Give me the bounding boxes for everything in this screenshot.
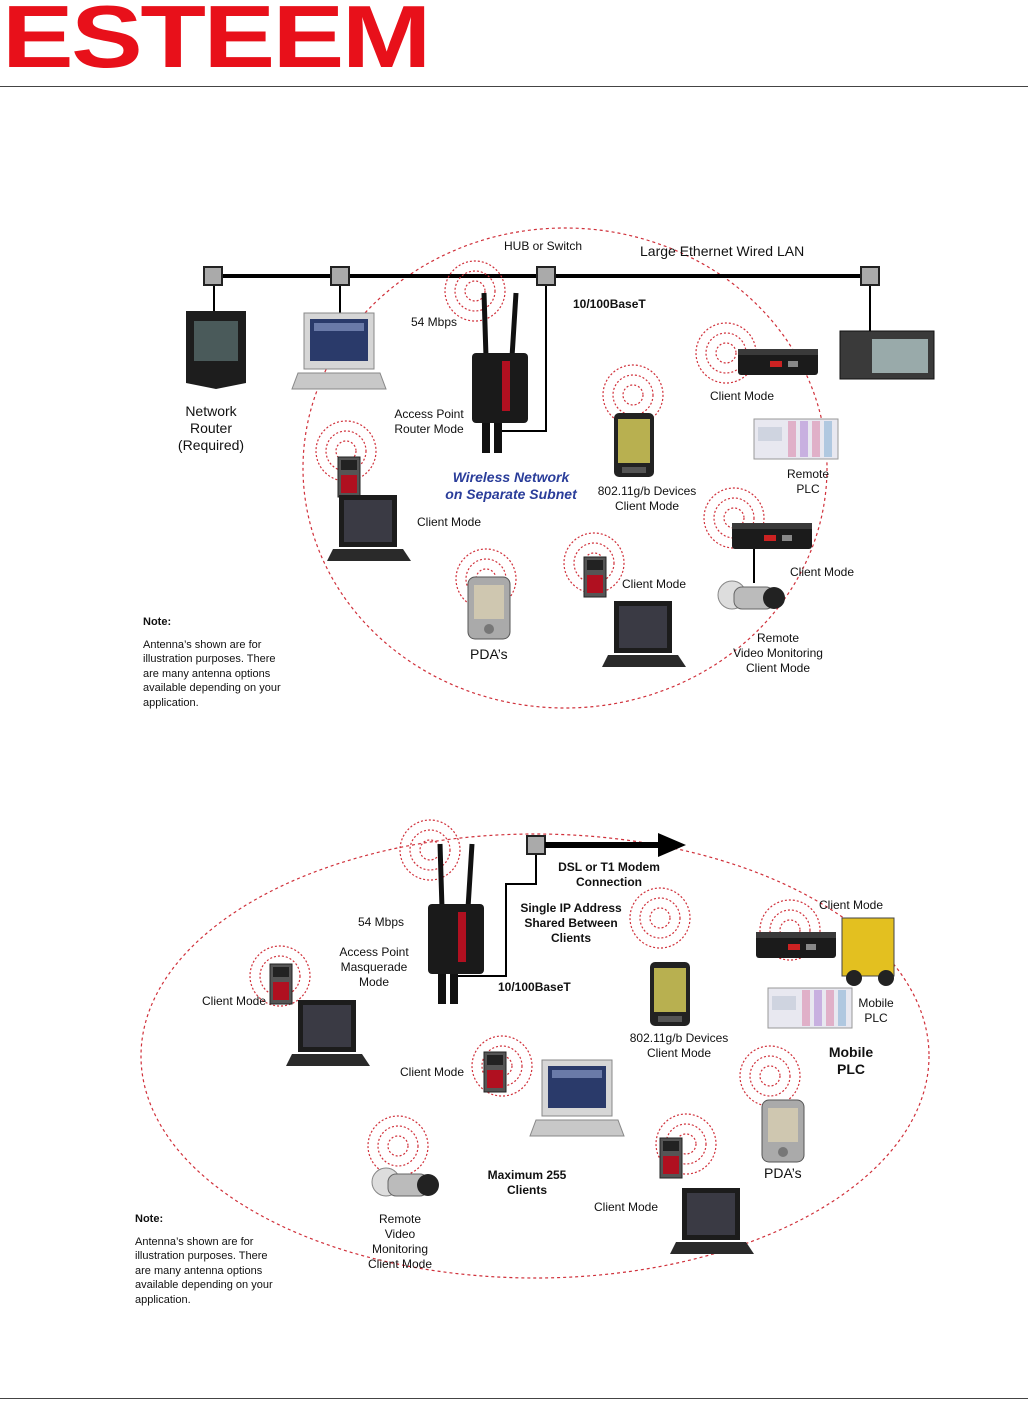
client-mode-label: Client Mode [622, 577, 687, 591]
client-mode-label: Client Mode [417, 515, 482, 529]
router-mode-network-diagram: HUB or Switch Large Ethernet Wired LAN 1… [140, 163, 936, 713]
client-mode-label: Client Mode [594, 1200, 659, 1214]
footer-divider [0, 1398, 1028, 1399]
client-mode-label: Client Mode [710, 389, 775, 403]
header-divider [0, 86, 1028, 87]
esteem-logo: ESTEEM [2, 0, 431, 86]
hub-label: HUB or Switch [504, 239, 583, 253]
client-mode-label: Client Mode [819, 898, 884, 912]
pda-label: PDA’s [764, 1165, 802, 1181]
antenna-note: Note: Antenna’s shown are for illustrati… [143, 616, 281, 709]
speed-label: 54 Mbps [411, 315, 458, 329]
antenna-note: Note: Antenna’s shown are for illustrati… [135, 1213, 273, 1306]
client-mode-label: Client Mode [400, 1065, 465, 1079]
base-t-label: 10/100BaseT [498, 980, 571, 994]
speed-label: 54 Mbps [358, 915, 405, 929]
router-mode-diagram-graphics [186, 227, 935, 709]
wired-lan-label: Large Ethernet Wired LAN [640, 243, 805, 259]
masquerade-mode-diagram-graphics [140, 819, 930, 1279]
client-mode-label: Client Mode [202, 994, 267, 1008]
client-mode-label: Client Mode [790, 565, 855, 579]
base-t-label: 10/100BaseT [573, 297, 646, 311]
pda-label: PDA’s [470, 646, 508, 662]
